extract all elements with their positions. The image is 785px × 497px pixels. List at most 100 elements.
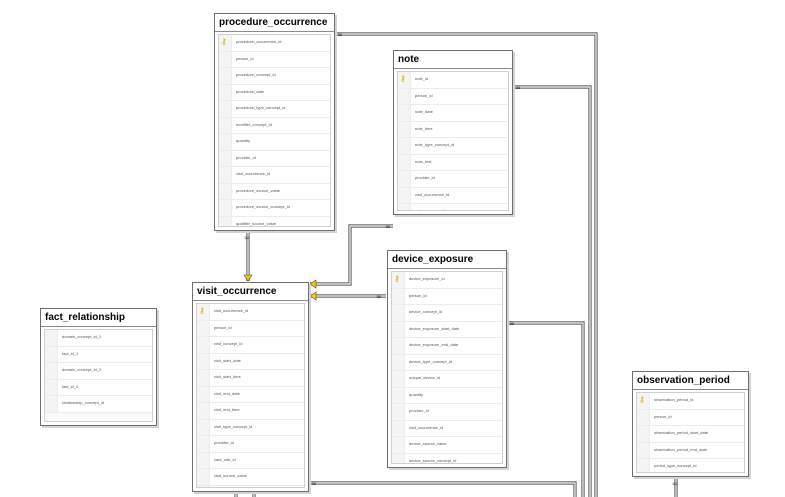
column-name: qualifier_source_value bbox=[236, 220, 277, 226]
column-row[interactable]: person_id bbox=[637, 409, 744, 426]
column-row[interactable]: provider_id bbox=[197, 436, 304, 453]
column-row[interactable]: provider_id bbox=[392, 404, 502, 421]
column-name: person_id bbox=[409, 292, 427, 298]
column-row[interactable]: device_source_value bbox=[392, 437, 502, 454]
row-selector bbox=[197, 436, 210, 452]
row-selector bbox=[219, 216, 232, 226]
column-name: procedure_source_value bbox=[236, 187, 281, 193]
column-name: observation_period_end_date bbox=[654, 446, 707, 452]
column-row[interactable]: period_type_concept_id bbox=[637, 459, 744, 472]
column-row[interactable]: note_source_value bbox=[398, 204, 508, 210]
column-row[interactable]: visit_occurrence_id bbox=[392, 420, 502, 437]
column-row[interactable]: procedure_date bbox=[219, 84, 330, 101]
column-row[interactable]: visit_end_time bbox=[197, 403, 304, 420]
table-title: procedure_occurrence bbox=[215, 14, 334, 32]
column-row[interactable]: domain_concept_id_2 bbox=[45, 363, 152, 380]
column-row[interactable]: device_concept_id bbox=[392, 305, 502, 322]
column-name: fact_id_1 bbox=[62, 350, 79, 356]
column-row[interactable]: person_id bbox=[197, 320, 304, 337]
column-row[interactable]: procedure_concept_id bbox=[219, 68, 330, 85]
column-row[interactable]: ⚷observation_period_id bbox=[637, 393, 744, 410]
column-row[interactable]: person_id bbox=[398, 88, 508, 105]
row-selector bbox=[197, 386, 210, 402]
row-selector bbox=[45, 346, 58, 362]
column-row[interactable]: care_site_id bbox=[197, 452, 304, 469]
column-row[interactable]: provider_id bbox=[219, 150, 330, 167]
column-name: visit_occurrence_id bbox=[236, 171, 271, 176]
column-row[interactable]: visit_occurrence_id bbox=[398, 187, 508, 204]
column-row[interactable]: procedure_type_concept_id bbox=[219, 101, 330, 118]
column-name: device_exposure_id bbox=[409, 276, 445, 281]
column-row[interactable]: visit_end_date bbox=[197, 386, 304, 403]
column-row[interactable]: visit_start_time bbox=[197, 370, 304, 387]
column-row[interactable]: note_type_concept_id bbox=[398, 138, 508, 155]
column-list: ⚷device_exposure_id person_id device_conce… bbox=[391, 271, 503, 464]
column-row[interactable]: provider_id bbox=[398, 171, 508, 188]
primary-key-icon: ⚷ bbox=[199, 306, 205, 315]
column-row[interactable]: visit_source_value bbox=[197, 469, 304, 486]
column-row[interactable]: qualifier_source_value bbox=[219, 216, 330, 226]
column-row[interactable]: visit_occurrence_id bbox=[219, 167, 330, 184]
column-row[interactable]: procedure_source_value bbox=[219, 183, 330, 200]
column-row[interactable]: observation_period_start_date bbox=[637, 426, 744, 443]
column-name: observation_period_start_date bbox=[654, 430, 709, 435]
column-row[interactable]: ⚷visit_occurrence_id bbox=[197, 304, 304, 321]
column-row[interactable]: device_exposure_end_date bbox=[392, 338, 502, 355]
column-row[interactable]: note_date bbox=[398, 105, 508, 122]
column-row[interactable]: unique_device_id bbox=[392, 371, 502, 388]
column-row[interactable]: fact_id_2 bbox=[45, 379, 152, 396]
column-row[interactable]: person_id bbox=[392, 288, 502, 305]
column-row[interactable]: ⚷device_exposure_id bbox=[392, 272, 502, 289]
row-selector bbox=[392, 305, 405, 321]
many-marker-icon: ∞ bbox=[311, 480, 317, 488]
table-title: visit_occurrence bbox=[193, 283, 308, 301]
column-row[interactable]: observation_period_end_date bbox=[637, 442, 744, 459]
column-row[interactable]: note_time bbox=[398, 121, 508, 138]
column-row[interactable]: relationship_concept_id bbox=[45, 396, 152, 413]
column-row[interactable]: quantity bbox=[219, 134, 330, 151]
column-row[interactable]: procedure_source_concept_id bbox=[219, 200, 330, 217]
column-row[interactable]: note_text bbox=[398, 154, 508, 171]
column-row[interactable]: person_id bbox=[219, 51, 330, 68]
column-name: person_id bbox=[214, 324, 232, 330]
fk-arrow-icon bbox=[309, 279, 317, 289]
column-row[interactable]: fact_id_1 bbox=[45, 346, 152, 363]
column-name: note_text bbox=[415, 158, 432, 164]
column-row[interactable]: visit_source_concept_id bbox=[197, 485, 304, 487]
column-row[interactable]: quantity bbox=[392, 387, 502, 404]
row-selector bbox=[219, 200, 232, 216]
column-row[interactable]: modifier_concept_id bbox=[219, 117, 330, 134]
column-name: quantity bbox=[409, 391, 424, 397]
column-name: person_id bbox=[236, 55, 254, 61]
column-row[interactable]: device_exposure_start_date bbox=[392, 321, 502, 338]
column-row[interactable]: visit_start_date bbox=[197, 353, 304, 370]
row-selector bbox=[392, 453, 405, 463]
column-name: period_type_concept_id bbox=[654, 463, 697, 468]
table-title: note bbox=[394, 51, 512, 69]
row-selector bbox=[197, 485, 210, 487]
column-name: procedure_occurrence_id bbox=[236, 39, 282, 44]
row-selector bbox=[197, 353, 210, 369]
table-observation-period[interactable]: observation_period⚷observation_period_id… bbox=[632, 371, 749, 477]
column-row[interactable]: device_type_concept_id bbox=[392, 354, 502, 371]
many-marker-icon: ∞ bbox=[509, 320, 515, 328]
table-procedure-occurrence[interactable]: procedure_occurrence ⚷procedure_occurrenc… bbox=[214, 13, 335, 231]
row-selector bbox=[398, 154, 411, 170]
column-row[interactable]: device_source_concept_id bbox=[392, 453, 502, 463]
column-row[interactable]: domain_concept_id_1 bbox=[45, 330, 152, 347]
row-selector bbox=[219, 150, 232, 166]
row-selector bbox=[219, 134, 232, 150]
column-row[interactable]: visit_type_concept_id bbox=[197, 419, 304, 436]
column-row[interactable]: ⚷procedure_occurrence_id bbox=[219, 35, 330, 52]
column-name: visit_start_date bbox=[214, 357, 241, 363]
row-selector bbox=[197, 419, 210, 435]
row-selector bbox=[197, 320, 210, 336]
column-row[interactable]: visit_concept_id bbox=[197, 337, 304, 354]
column-row[interactable]: ⚷note_id bbox=[398, 72, 508, 89]
